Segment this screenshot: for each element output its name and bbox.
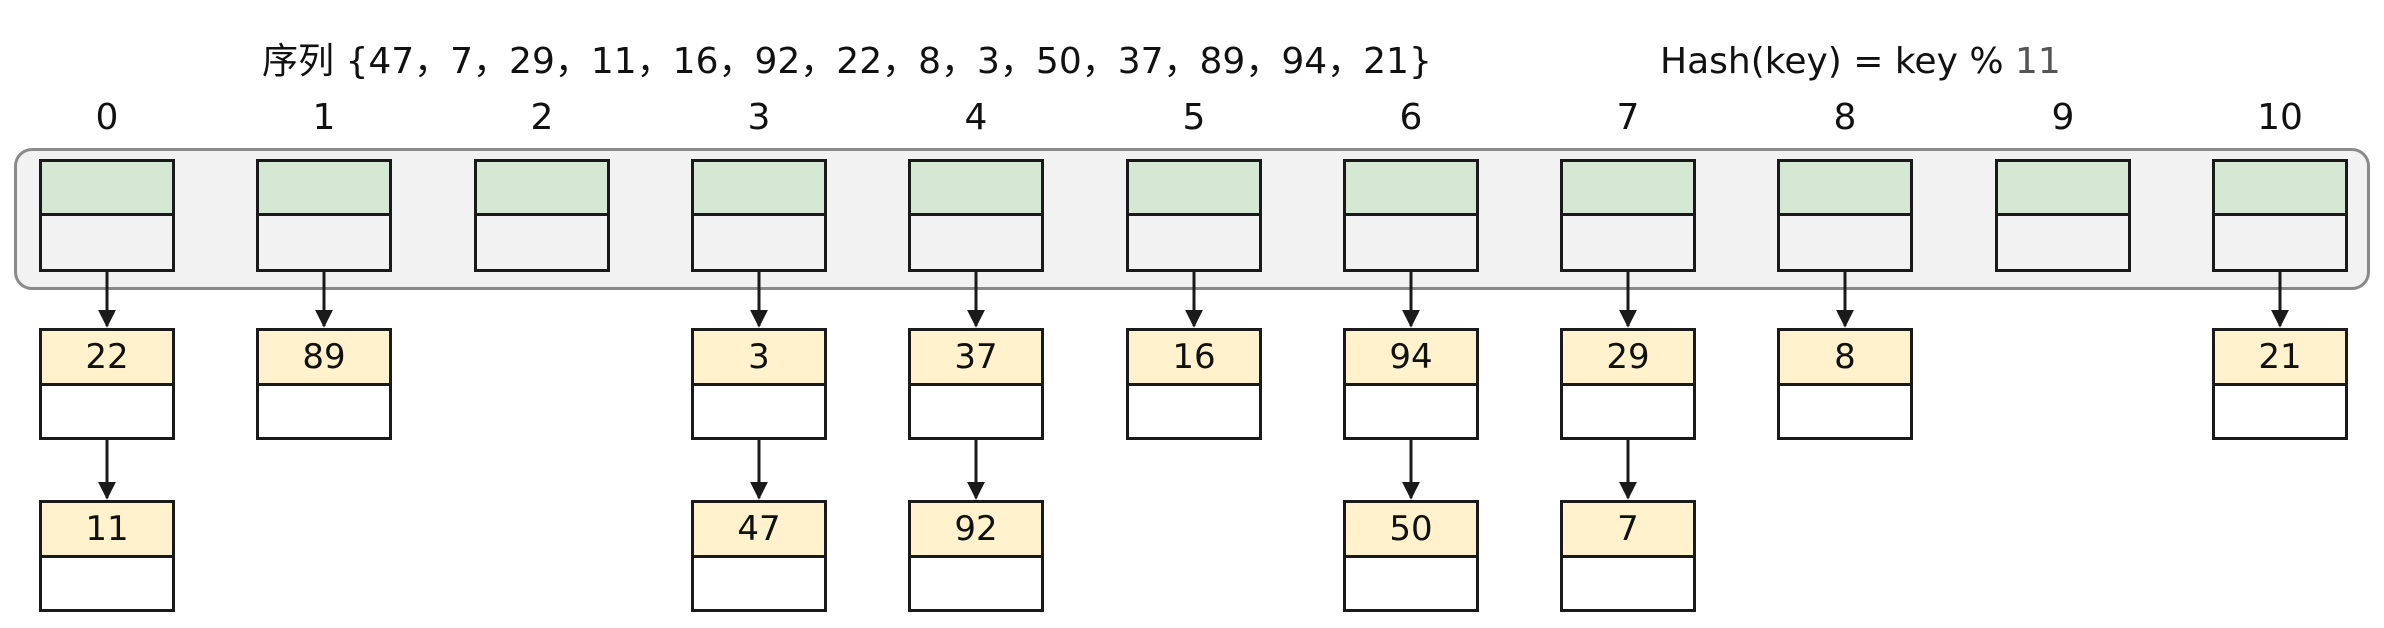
bucket-index-label: 3	[747, 97, 771, 138]
bucket-slot-pointer	[1995, 216, 2131, 272]
bucket-slot-key	[1560, 159, 1696, 216]
chain-node-next	[691, 558, 827, 612]
chain-node-next	[39, 558, 175, 612]
bucket-slot-key	[39, 159, 175, 216]
bucket-index-label: 2	[530, 97, 554, 138]
bucket-slot-key	[256, 159, 392, 216]
bucket-index-label: 4	[964, 97, 988, 138]
sequence-title: 序列 {47，7，29，11，16，92，22，8，3，50，37，89，94，…	[262, 41, 1432, 82]
chain-node-value: 7	[1560, 500, 1696, 558]
chain-node-next	[256, 386, 392, 440]
chain-node-value: 29	[1560, 328, 1696, 386]
hash-expression: Hash(key) = key %	[1660, 41, 2015, 82]
bucket-index-label: 10	[2257, 97, 2303, 138]
bucket-slot-pointer	[474, 216, 610, 272]
bucket-index-label: 8	[1833, 97, 1857, 138]
bucket-slot-pointer	[256, 216, 392, 272]
chain-node-value: 8	[1777, 328, 1913, 386]
chain-node-value: 16	[1126, 328, 1262, 386]
bucket-index-label: 1	[312, 97, 336, 138]
chain-node-next	[39, 386, 175, 440]
bucket-slot-key	[2212, 159, 2348, 216]
bucket-slot-key	[1126, 159, 1262, 216]
chain-node-value: 37	[908, 328, 1044, 386]
chain-node-value: 89	[256, 328, 392, 386]
chain-node-next	[1126, 386, 1262, 440]
chain-node-next	[1560, 558, 1696, 612]
chain-node-next	[1560, 386, 1696, 440]
chain-node-value: 11	[39, 500, 175, 558]
bucket-slot-pointer	[691, 216, 827, 272]
chain-node-value: 92	[908, 500, 1044, 558]
chain-node-value: 22	[39, 328, 175, 386]
bucket-slot-pointer	[1777, 216, 1913, 272]
bucket-index-label: 7	[1616, 97, 1640, 138]
chain-node-value: 50	[1343, 500, 1479, 558]
bucket-slot-key	[1343, 159, 1479, 216]
bucket-index-label: 9	[2051, 97, 2075, 138]
bucket-slot-pointer	[1560, 216, 1696, 272]
bucket-slot-key	[1777, 159, 1913, 216]
bucket-index-label: 0	[95, 97, 119, 138]
chain-node-next	[1777, 386, 1913, 440]
bucket-slot-key	[691, 159, 827, 216]
chain-node-value: 21	[2212, 328, 2348, 386]
bucket-slot-pointer	[39, 216, 175, 272]
bucket-slot-key	[474, 159, 610, 216]
bucket-slot-pointer	[908, 216, 1044, 272]
hash-function-label: Hash(key) = key % 11	[1660, 40, 2061, 84]
chain-node-value: 3	[691, 328, 827, 386]
bucket-index-label: 5	[1182, 97, 1206, 138]
chain-node-next	[1343, 558, 1479, 612]
chain-node-next	[2212, 386, 2348, 440]
chain-node-next	[691, 386, 827, 440]
chain-node-next	[1343, 386, 1479, 440]
chain-node-next	[908, 558, 1044, 612]
bucket-slot-key	[908, 159, 1044, 216]
chain-node-value: 94	[1343, 328, 1479, 386]
bucket-slot-pointer	[2212, 216, 2348, 272]
hash-modulus: 11	[2014, 41, 2061, 82]
chain-node-value: 47	[691, 500, 827, 558]
chain-node-next	[908, 386, 1044, 440]
bucket-slot-pointer	[1343, 216, 1479, 272]
bucket-slot-key	[1995, 159, 2131, 216]
bucket-slot-pointer	[1126, 216, 1262, 272]
bucket-index-label: 6	[1399, 97, 1423, 138]
